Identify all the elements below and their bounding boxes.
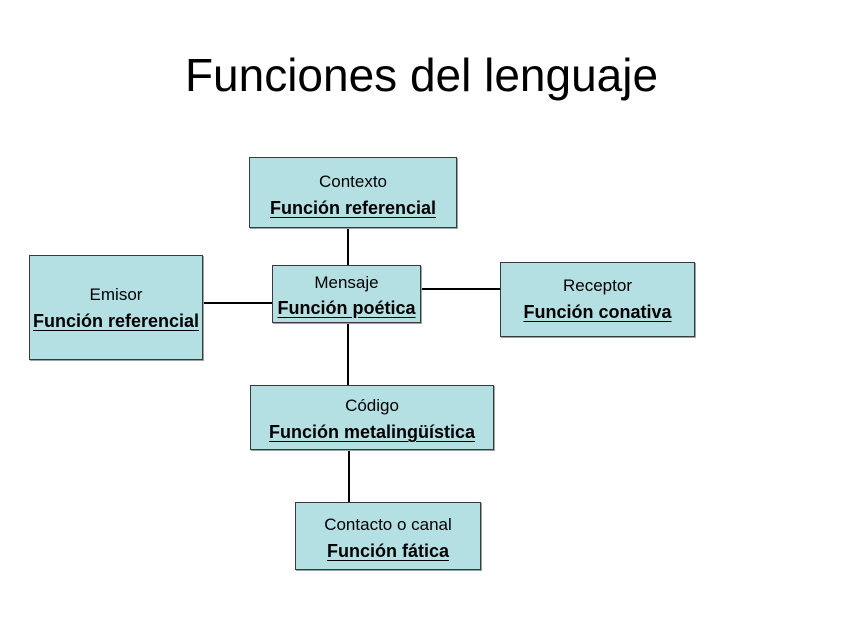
connector-mensaje-codigo <box>347 323 349 385</box>
node-mensaje-element: Mensaje <box>314 273 379 292</box>
node-emisor[interactable]: Emisor Función referencial <box>29 255 203 360</box>
connector-contexto-mensaje <box>347 228 349 266</box>
node-contexto-element: Contexto <box>318 172 388 191</box>
connector-mensaje-receptor <box>421 288 501 290</box>
node-emisor-function: Función referencial <box>32 311 200 331</box>
connector-codigo-contacto <box>348 450 350 502</box>
node-contexto-function: Función referencial <box>269 198 437 218</box>
page-title: Funciones del lenguaje <box>184 49 659 101</box>
node-emisor-element: Emisor <box>89 285 143 304</box>
node-receptor[interactable]: Receptor Función conativa <box>500 262 695 337</box>
node-contacto[interactable]: Contacto o canal Función fática <box>295 502 481 570</box>
node-codigo-function: Función metalingüística <box>268 422 476 442</box>
node-receptor-function: Función conativa <box>523 302 672 322</box>
node-contacto-element: Contacto o canal <box>324 515 452 534</box>
node-mensaje-function: Función poética <box>277 298 416 318</box>
node-codigo-element: Código <box>345 396 399 415</box>
node-receptor-element: Receptor <box>563 276 632 295</box>
node-mensaje[interactable]: Mensaje Función poética <box>272 265 421 323</box>
node-codigo[interactable]: Código Función metalingüística <box>250 385 494 450</box>
node-contacto-function: Función fática <box>326 541 449 561</box>
node-contexto[interactable]: Contexto Función referencial <box>249 157 457 228</box>
connector-emisor-mensaje <box>203 302 273 304</box>
